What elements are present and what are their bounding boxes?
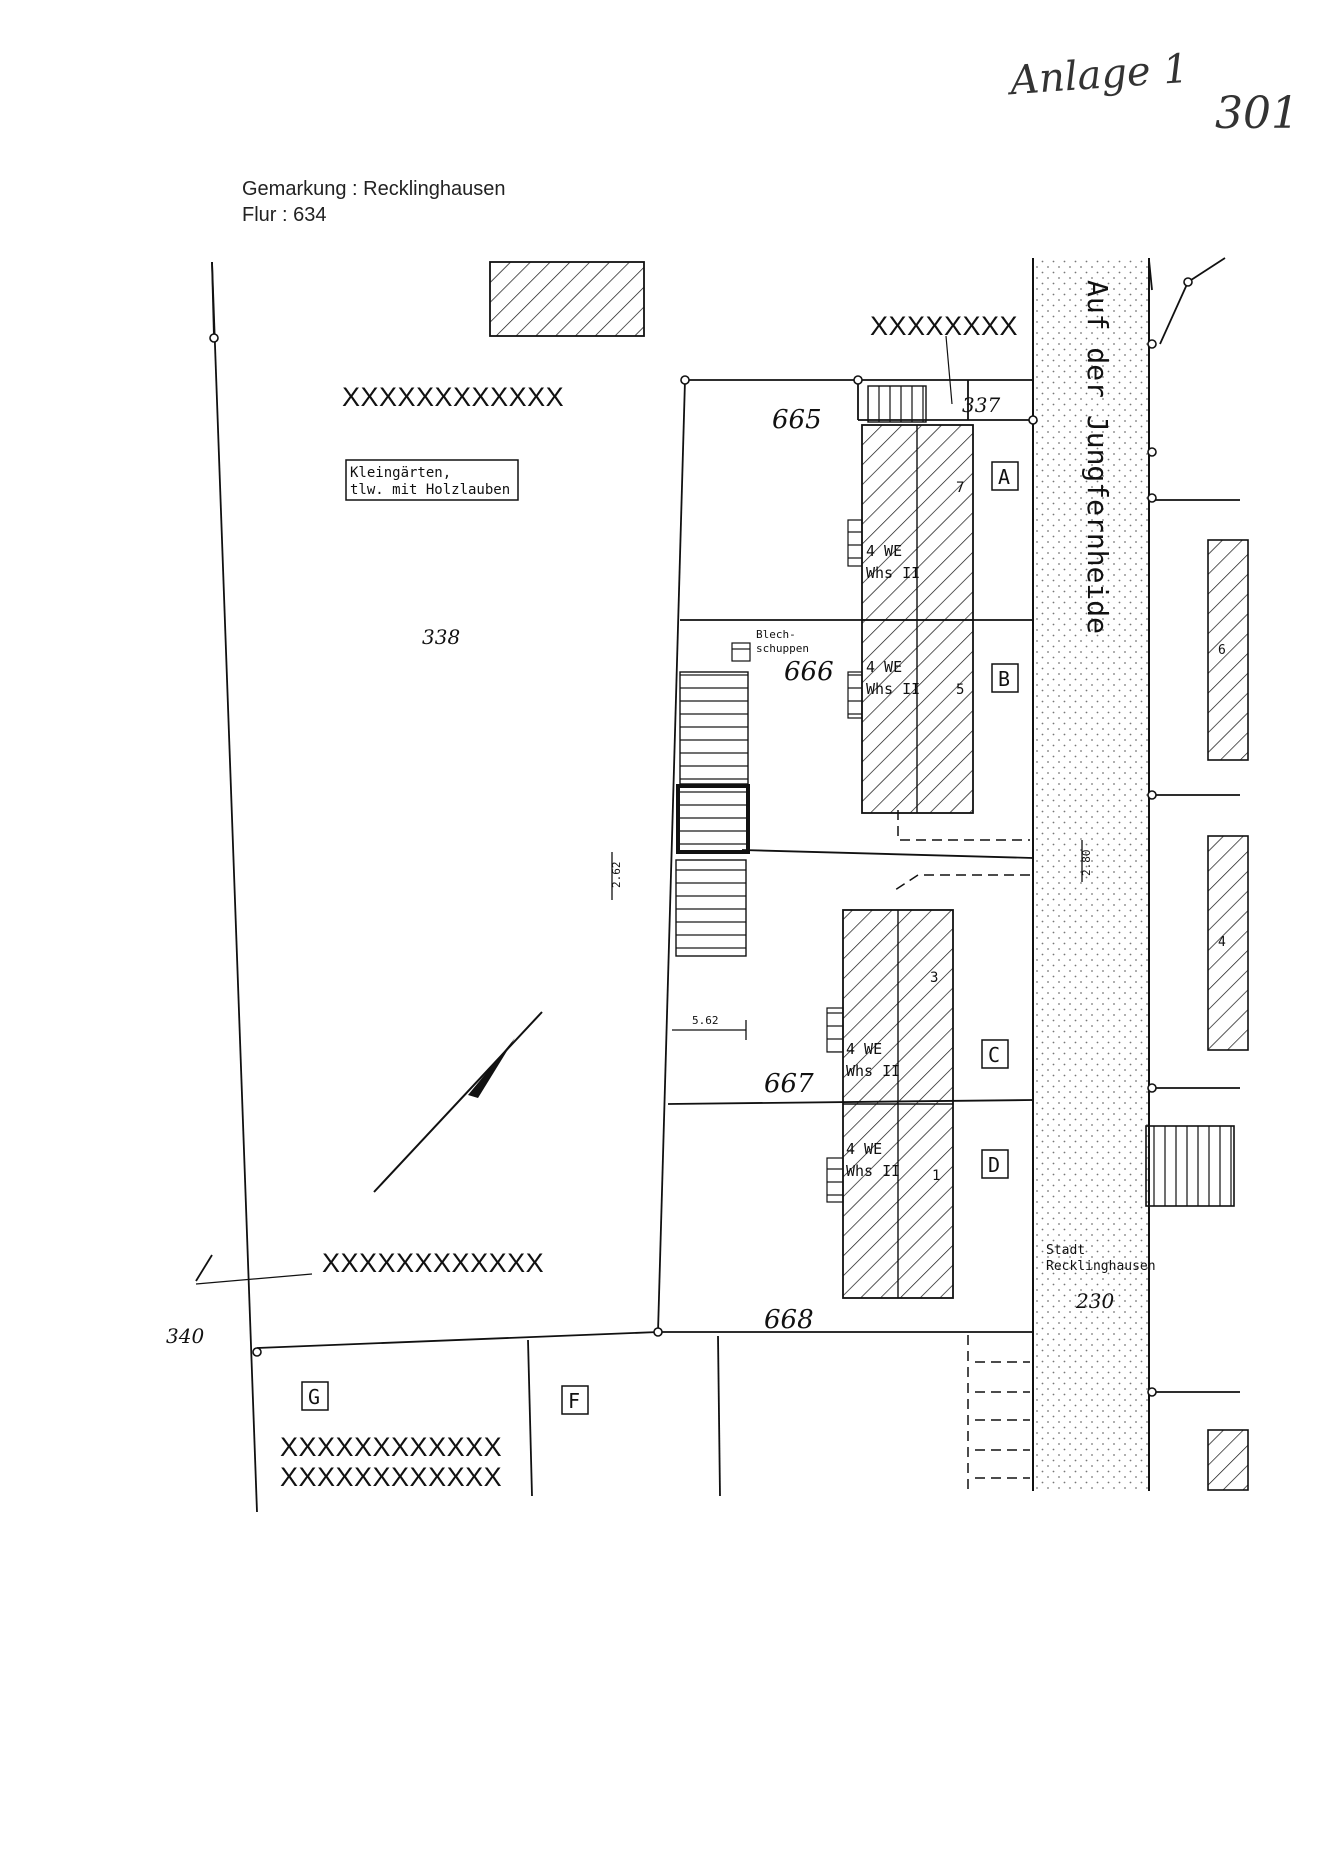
legend-line-1: Kleingärten,	[350, 465, 451, 481]
building-d-whs: Whs II	[846, 1162, 900, 1180]
parcel-340: 340	[166, 1324, 204, 1348]
dashed-outlines	[894, 810, 1030, 1491]
plot-letter-g: G	[308, 1385, 320, 1409]
building-a-we: 4 WE	[866, 542, 902, 560]
redacted-top-right: XXXXXXXX	[870, 311, 1018, 341]
plot-letter-f: F	[568, 1389, 580, 1413]
cadastral-header: Gemarkung : Recklinghausen Flur : 634	[242, 176, 505, 228]
handwritten-page-number: 301	[1215, 88, 1299, 139]
opposite-building-4	[1207, 835, 1249, 1051]
shed-label-2: schuppen	[756, 642, 809, 655]
building-d-letter: D	[988, 1153, 1000, 1177]
building-d-labels: 4 WE Whs II 1 D	[846, 1140, 1009, 1184]
building-d-we: 4 WE	[846, 1140, 882, 1158]
survey-points	[209, 277, 1193, 1397]
flur-label: Flur : 634	[242, 204, 327, 226]
city-owner-line-2: Recklinghausen	[1046, 1259, 1156, 1274]
shed-label-1: Blech-	[756, 628, 796, 641]
parcel-668: 668	[764, 1305, 814, 1335]
garage-row-1	[679, 671, 749, 785]
street-area	[1033, 258, 1149, 1491]
parcel-boundaries	[195, 257, 1240, 1513]
dimension-5-62: 5.62	[692, 1014, 719, 1027]
building-b-we: 4 WE	[866, 658, 902, 676]
building-c-labels: 4 WE Whs II 3 C	[846, 970, 1009, 1080]
building-c-whs: Whs II	[846, 1062, 900, 1080]
building-b-whs: Whs II	[866, 680, 920, 698]
parcel-230: 230	[1075, 1289, 1114, 1313]
opposite-building-bottom	[1207, 1429, 1249, 1491]
building-c-we: 4 WE	[846, 1040, 882, 1058]
opposite-number-6: 6	[1218, 643, 1226, 658]
building-b-labels: 4 WE Whs II 5 B	[866, 658, 1019, 698]
building-a-letter: A	[998, 465, 1010, 489]
redacted-upper-left: XXXXXXXXXXXX	[342, 382, 564, 412]
redacted-bottom-2: XXXXXXXXXXXX	[280, 1462, 502, 1492]
legend-box	[345, 459, 519, 501]
parcel-337: 337	[962, 393, 1000, 417]
parcel-666: 666	[784, 657, 834, 687]
entrance-stair-337	[867, 385, 927, 423]
redacted-bottom-1: XXXXXXXXXXXX	[280, 1432, 502, 1462]
redacted-lower-left: XXXXXXXXXXXX	[322, 1248, 544, 1278]
building-c-letter: C	[988, 1043, 1000, 1067]
building-b-number: 5	[956, 682, 964, 698]
opposite-number-4: 4	[1218, 935, 1226, 950]
north-arrow-icon	[373, 1011, 543, 1193]
street-name: Auf der Jungfernheide	[1081, 280, 1114, 634]
garage-row-2	[675, 859, 747, 957]
opposite-garage	[1145, 1125, 1235, 1207]
building-a-number: 7	[956, 480, 964, 496]
building-b-letter: B	[998, 667, 1010, 691]
building-a-labels: 4 WE Whs II 7 A	[866, 461, 1019, 582]
gemarkung-label: Gemarkung : Recklinghausen	[242, 178, 506, 200]
dimension-2-80: 2.80	[1080, 850, 1093, 877]
entrance-steps	[731, 519, 863, 1203]
building-c-number: 3	[930, 970, 938, 986]
legend-line-2: tlw. mit Holzlauben	[350, 482, 510, 498]
parcel-338: 338	[422, 625, 460, 649]
parcel-667: 667	[764, 1069, 814, 1099]
building-d-number: 1	[932, 1168, 940, 1184]
garage-highlight	[676, 784, 750, 854]
city-owner-line-1: Stadt	[1046, 1243, 1085, 1258]
parcel-665: 665	[772, 405, 822, 435]
building-a-whs: Whs II	[866, 564, 920, 582]
dimension-2-62: 2.62	[610, 862, 623, 889]
hatched-building-top	[489, 261, 645, 337]
opposite-building-6	[1207, 539, 1249, 761]
